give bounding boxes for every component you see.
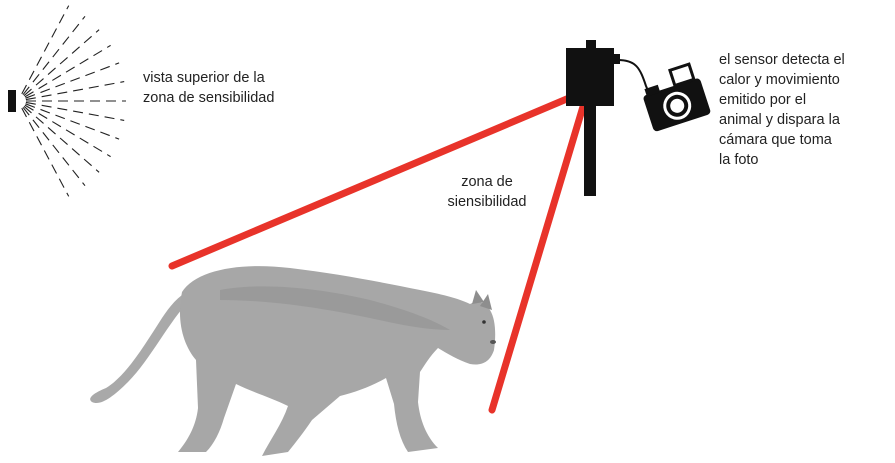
zone-caption-line-1: zona de <box>461 174 513 190</box>
sensor-top-knob <box>586 40 596 50</box>
fan-ray <box>21 107 70 197</box>
sensor-body <box>566 48 614 106</box>
top-view-caption: vista superior de la zona de sensibilida… <box>143 68 274 108</box>
sensor-top-view-icon <box>8 5 126 197</box>
description-line-3: emitido por el <box>719 92 807 108</box>
fan-ray <box>22 106 86 187</box>
beam-right <box>488 86 592 414</box>
cougar-ear-right <box>480 294 492 310</box>
camera-icon <box>643 62 711 132</box>
description-line-2: calor y movimiento <box>719 72 840 88</box>
description-line-4: animal y dispara la <box>719 112 840 128</box>
fan-ray <box>25 81 125 101</box>
fan-ray <box>23 105 100 173</box>
sensitivity-fan-rays <box>21 5 126 197</box>
fan-ray <box>21 5 70 95</box>
description-line-6: la foto <box>719 152 759 168</box>
cougar-eye <box>482 320 486 324</box>
fan-ray <box>23 29 100 97</box>
cougar-ear-left <box>472 290 484 304</box>
sensor-post <box>584 100 596 196</box>
top-view-caption-line-2: zona de sensibilidad <box>143 90 275 106</box>
beam-left <box>168 86 592 270</box>
cougar-tail <box>90 290 190 404</box>
sensor-device-icon <box>566 40 620 196</box>
description-line-5: cámara que toma <box>719 132 832 148</box>
description-line-1: el sensor detecta el <box>719 52 845 68</box>
fan-ray <box>24 44 111 98</box>
fan-ray <box>22 15 86 96</box>
cougar-nose <box>490 340 496 344</box>
camera-lens-inner <box>670 98 685 113</box>
fan-ray <box>25 62 120 99</box>
zone-caption-line-2: siensibilidad <box>447 194 527 210</box>
cougar-shading <box>220 286 450 330</box>
sensitivity-zone-beams <box>168 86 592 414</box>
fan-ray <box>24 104 111 158</box>
camera-flash <box>668 62 696 88</box>
cougar-illustration <box>90 266 496 456</box>
cougar-body <box>178 266 496 456</box>
camera-viewfinder <box>644 84 661 97</box>
zone-caption: zona de siensibilidad <box>431 172 543 212</box>
fan-ray <box>25 103 120 140</box>
top-view-sensor-block <box>8 90 16 112</box>
fan-ray <box>25 101 125 121</box>
sensor-side-tab <box>612 54 620 64</box>
top-view-caption-line-1: vista superior de la <box>143 70 265 86</box>
sensor-description: el sensor detecta el calor y movimiento … <box>719 50 895 170</box>
